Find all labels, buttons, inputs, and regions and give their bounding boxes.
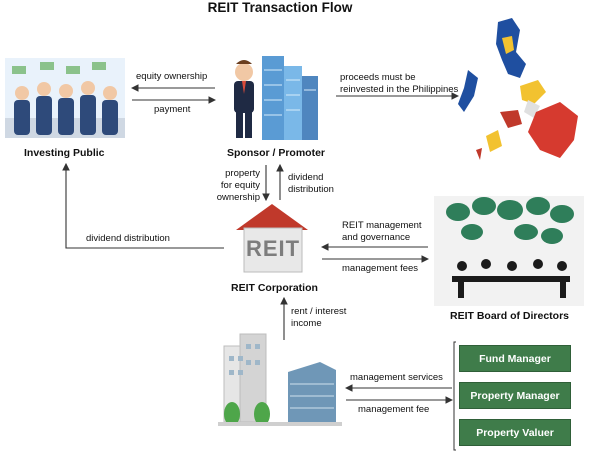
label-rent-2: income — [291, 318, 322, 329]
buildings-illustration — [218, 333, 342, 426]
node-board: REIT Board of Directors — [450, 310, 570, 322]
manager-bracket — [453, 341, 456, 451]
label-dividend-1: dividend — [288, 172, 324, 183]
label-proceeds-1: proceeds must be — [340, 72, 416, 83]
label-management-fee: management fee — [358, 404, 430, 415]
label-mgmt-gov-2: and governance — [342, 232, 411, 243]
sponsor-illustration — [234, 56, 318, 140]
node-investing-public: Investing Public — [24, 147, 105, 159]
flow-arrows — [62, 84, 460, 404]
label-proceeds-2: reinvested in the Philippines — [340, 84, 459, 95]
label-rent-1: rent / interest — [291, 306, 347, 317]
label-property-3: ownership — [216, 192, 260, 203]
node-sponsor: Sponsor / Promoter — [227, 147, 326, 159]
diagram-title: REIT Transaction Flow — [207, 0, 353, 15]
board-illustration — [434, 196, 584, 306]
box-property-manager: Property Manager — [459, 382, 571, 409]
box-fund-manager: Fund Manager — [459, 345, 571, 372]
investing-public-illustration — [5, 58, 125, 138]
label-management-services: management services — [350, 372, 443, 383]
label-management-fees: management fees — [342, 263, 419, 274]
box-property-valuer: Property Valuer — [459, 419, 571, 446]
reit-house-icon — [236, 204, 308, 273]
label-dividend-distribution: dividend distribution — [86, 233, 170, 244]
label-mgmt-gov-1: REIT management — [342, 220, 422, 231]
philippines-map — [458, 18, 578, 160]
label-equity-ownership: equity ownership — [136, 71, 208, 82]
reit-logo-text: REIT — [245, 236, 301, 261]
label-property-2: for equity — [220, 180, 260, 191]
node-reit-corporation: REIT Corporation — [231, 282, 318, 294]
label-property-1: property — [225, 168, 260, 179]
label-dividend-2: distribution — [288, 184, 334, 195]
label-payment: payment — [154, 104, 191, 115]
